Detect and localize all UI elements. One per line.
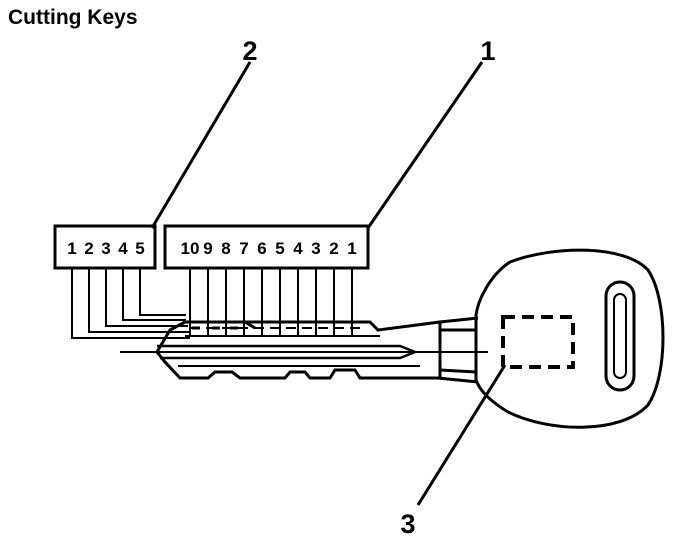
door-position-label: 5: [135, 239, 144, 258]
transponder-chip: [501, 315, 575, 369]
ignition-position-label: 10: [181, 239, 200, 258]
ignition-position-label: 4: [293, 239, 303, 258]
ignition-position-label: 6: [257, 239, 266, 258]
door-position-label: 4: [118, 239, 128, 258]
ignition-position-label: 7: [239, 239, 248, 258]
ignition-position-label: 2: [329, 239, 338, 258]
callout-1-leader: [366, 61, 484, 229]
ignition-position-label: 8: [221, 239, 230, 258]
callout-1: 1: [480, 36, 495, 66]
callout-2-leader: [150, 61, 252, 229]
diagram-title: Cutting Keys: [8, 6, 138, 29]
ignition-leader-lines: [189, 268, 353, 336]
callout-3-leader: [416, 364, 507, 506]
door-position-label: 2: [84, 239, 93, 258]
ignition-position-label: 1: [347, 239, 356, 258]
door-leader-lines: [71, 268, 190, 339]
door-position-label: 3: [101, 239, 110, 258]
ignition-positions-box: [163, 224, 370, 270]
door-positions-box: [53, 224, 157, 270]
callout-3: 3: [400, 509, 415, 539]
callout-2: 2: [242, 36, 257, 66]
ignition-position-label: 3: [311, 239, 320, 258]
door-position-label: 1: [67, 239, 76, 258]
key-shoulder: [436, 316, 479, 384]
ignition-position-label: 5: [275, 239, 284, 258]
ignition-position-label: 9: [203, 239, 212, 258]
